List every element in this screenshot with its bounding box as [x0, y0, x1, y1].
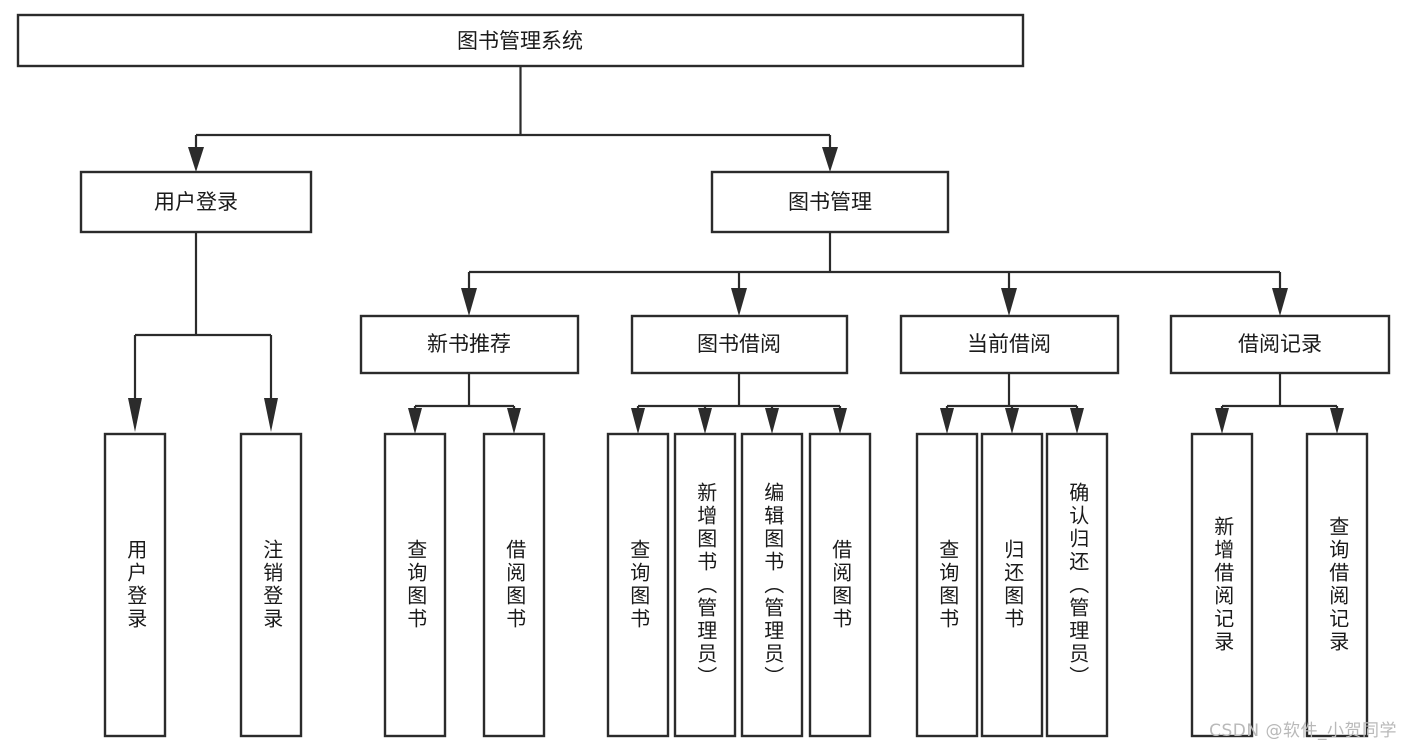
node-new-book-recommend-box[interactable]: [359, 314, 580, 375]
leaf-user-login-box[interactable]: [103, 432, 167, 738]
connector-group: [128, 66, 1344, 434]
node-book-management[interactable]: 图书管理: [710, 170, 950, 234]
arrowhead-nb-leaf2: [507, 408, 521, 434]
node-new-book-recommend[interactable]: 新书推荐: [359, 314, 580, 375]
leaf-confirm-return-admin-box[interactable]: [1045, 432, 1109, 738]
arrowhead-bb-leaf3: [765, 408, 779, 434]
node-book-borrow-label: 图书借阅: [697, 332, 781, 356]
node-book-borrow[interactable]: 图书借阅: [630, 314, 849, 375]
leaf-box-group: [103, 432, 1369, 738]
root-node-label: 图书管理系统: [457, 29, 583, 53]
arrowhead-bb-leaf2: [698, 408, 712, 434]
leaf-add-borrow-record-box[interactable]: [1190, 432, 1254, 738]
arrowhead-newbook: [461, 288, 477, 316]
leaf-query-book-1-box[interactable]: [383, 432, 447, 738]
node-book-borrow-box[interactable]: [630, 314, 849, 375]
leaf-edit-book-admin-box[interactable]: [740, 432, 804, 738]
arrowhead-bb-leaf4: [833, 408, 847, 434]
leaf-query-book-3-box[interactable]: [915, 432, 979, 738]
leaf-add-book-admin-box[interactable]: [673, 432, 737, 738]
node-current-borrow-box[interactable]: [899, 314, 1120, 375]
node-user-login[interactable]: 用户登录: [79, 170, 313, 234]
arrowhead-user-login: [188, 147, 204, 172]
node-current-borrow[interactable]: 当前借阅: [899, 314, 1120, 375]
root-node-box[interactable]: [16, 13, 1025, 68]
arrowhead-br-leaf1: [1215, 408, 1229, 434]
csdn-watermark: CSDN @软件_小贺同学: [1209, 721, 1397, 741]
node-book-management-label: 图书管理: [788, 190, 872, 214]
arrowhead-cb-leaf2: [1005, 408, 1019, 434]
arrowhead-book-mgmt: [822, 147, 838, 172]
leaf-borrow-book-1-box[interactable]: [482, 432, 546, 738]
node-book-management-box[interactable]: [710, 170, 950, 234]
root-node[interactable]: 图书管理系统: [16, 13, 1025, 68]
arrowhead-borrowrecord: [1272, 288, 1288, 316]
node-borrow-record[interactable]: 借阅记录: [1169, 314, 1391, 375]
arrowhead-bb-leaf1: [631, 408, 645, 434]
leaf-return-book-box[interactable]: [980, 432, 1044, 738]
leaf-query-book-2-box[interactable]: [606, 432, 670, 738]
arrowhead-leaf-user-login: [128, 398, 142, 432]
node-borrow-record-label: 借阅记录: [1238, 332, 1322, 356]
arrowhead-bookborrow: [731, 288, 747, 316]
leaf-query-borrow-record-box[interactable]: [1305, 432, 1369, 738]
leaf-logout-box[interactable]: [239, 432, 303, 738]
arrowhead-br-leaf2: [1330, 408, 1344, 434]
arrowhead-leaf-logout: [264, 398, 278, 432]
arrowhead-cb-leaf3: [1070, 408, 1084, 434]
leaf-borrow-book-2-box[interactable]: [808, 432, 872, 738]
arrowhead-nb-leaf1: [408, 408, 422, 434]
node-user-login-box[interactable]: [79, 170, 313, 234]
node-new-book-recommend-label: 新书推荐: [427, 332, 511, 356]
node-current-borrow-label: 当前借阅: [967, 332, 1051, 356]
arrowhead-currentborrow: [1001, 288, 1017, 316]
arrowhead-cb-leaf1: [940, 408, 954, 434]
node-borrow-record-box[interactable]: [1169, 314, 1391, 375]
node-user-login-label: 用户登录: [154, 190, 238, 214]
